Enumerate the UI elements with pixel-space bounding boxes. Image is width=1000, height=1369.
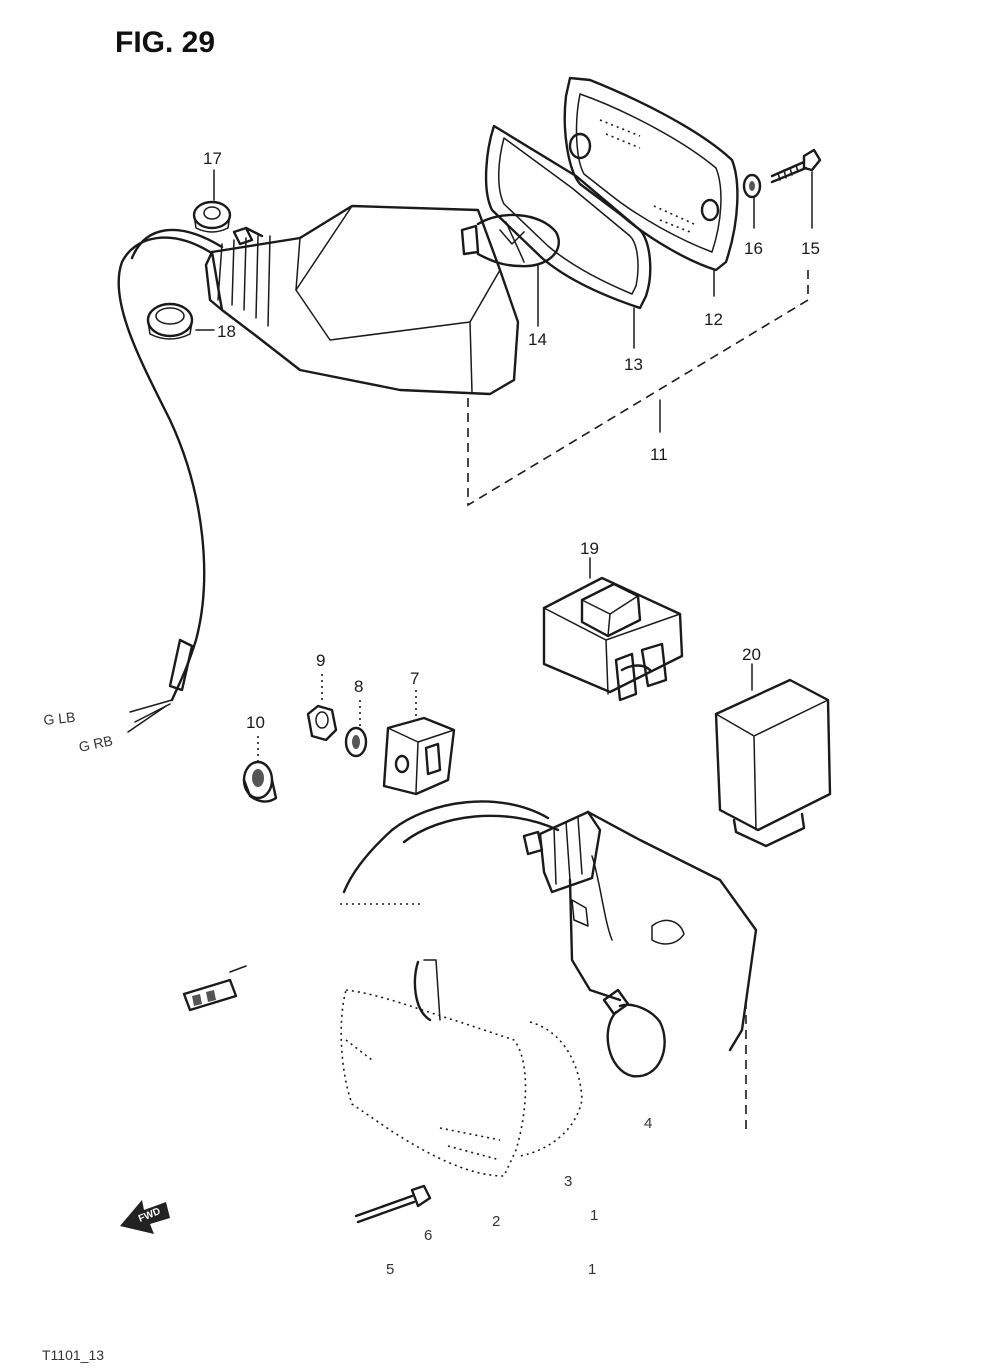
callout-17: 17 <box>203 149 222 168</box>
part-12-lens <box>563 76 739 272</box>
callout-2: 2 <box>492 1213 500 1230</box>
part-9-nut <box>306 704 338 742</box>
part-16-washer <box>742 173 762 199</box>
part-20-flasher <box>714 678 832 848</box>
callout-14: 14 <box>528 330 547 349</box>
assembly-11-bracket <box>467 266 809 507</box>
part-18-grommet <box>146 302 194 340</box>
callout-16: 16 <box>744 239 763 258</box>
callout-4: 4 <box>644 1115 652 1132</box>
connector-part <box>182 965 247 1012</box>
callout-8: 8 <box>354 677 363 696</box>
footer-code: T1101_13 <box>42 1347 104 1363</box>
part-19-relay <box>542 576 684 702</box>
callout-19: 19 <box>580 539 599 558</box>
part-17-nut <box>192 200 232 233</box>
lower-turn-signal-assembly <box>340 800 758 1224</box>
callout-3: 3 <box>564 1173 572 1190</box>
callout-9: 9 <box>316 651 325 670</box>
callout-13: 13 <box>624 355 643 374</box>
part-15-screw <box>770 148 822 184</box>
callout-12: 12 <box>704 310 723 329</box>
callout-7: 7 <box>410 669 419 688</box>
callout-1-lower: 1 <box>588 1261 596 1278</box>
figure-title: FIG. 29 <box>115 26 215 59</box>
callout-15: 15 <box>801 239 820 258</box>
callout-20: 20 <box>742 645 761 664</box>
part-7-plate <box>382 716 456 796</box>
callout-18: 18 <box>217 322 236 341</box>
callout-1-upper: 1 <box>590 1207 598 1224</box>
callout-5: 5 <box>386 1261 394 1278</box>
turn-signal-housing <box>204 204 520 396</box>
fwd-direction-arrow: FWD <box>120 1200 170 1234</box>
part-10-spacer <box>242 760 278 803</box>
callout-11: 11 <box>650 445 668 464</box>
wire-label-upper: G LB <box>43 709 76 728</box>
wire-label-lower: G RB <box>77 732 114 755</box>
turn-signal-wire <box>117 236 212 702</box>
part-13-gasket <box>484 124 652 310</box>
callout-6: 6 <box>424 1227 432 1244</box>
callout-10: 10 <box>246 713 265 732</box>
part-8-clip <box>344 726 368 758</box>
